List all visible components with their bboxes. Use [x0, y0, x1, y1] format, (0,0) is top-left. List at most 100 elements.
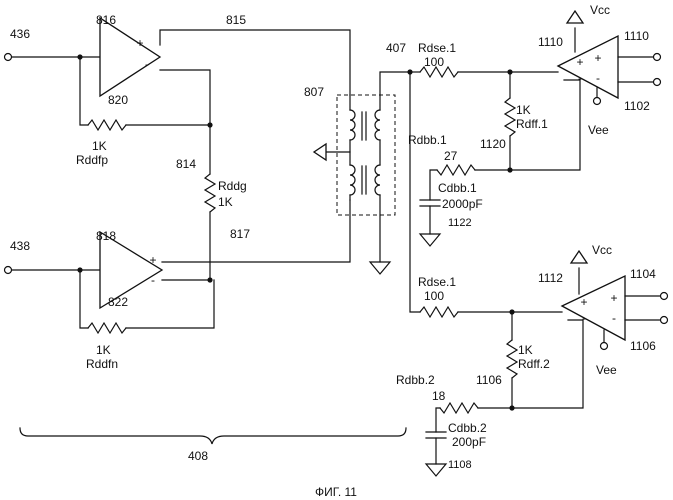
node-407-group — [380, 69, 420, 312]
name-cdbb2: Cdbb.2 — [448, 421, 487, 435]
primary-coil-upper — [350, 110, 355, 140]
op-amp-816 — [100, 18, 160, 96]
resistor-rddfn — [88, 323, 126, 333]
ref-818: 818 — [96, 229, 116, 243]
value-rdbb1: 27 — [444, 149, 458, 163]
ref-407: 407 — [386, 41, 406, 55]
centertap-ground-symbol — [314, 144, 326, 160]
vee-terminal-1110 — [594, 98, 601, 105]
ground-symbol-main — [370, 262, 390, 274]
ref-815: 815 — [226, 13, 246, 27]
output-terminal-1102 — [654, 79, 661, 86]
value-rddg: 1K — [218, 195, 233, 209]
name-rdbb2: Rdbb.2 — [396, 373, 435, 387]
value-rdbb2: 18 — [432, 389, 446, 403]
sign-1112-out-minus: - — [612, 311, 616, 325]
sign-816-plus: + — [136, 36, 143, 50]
wire-816-feedback-left — [80, 57, 88, 125]
name-rdse1-lower: Rdse.1 — [418, 275, 456, 289]
ref-1112: 1112 — [538, 271, 563, 285]
ref-1108: 1108 — [448, 459, 472, 471]
resistor-rdse1-lower — [420, 307, 458, 317]
rail-vee-upper: Vee — [588, 123, 609, 137]
vcc-symbol-1112 — [571, 251, 587, 263]
sign-816-minus: - — [145, 57, 149, 71]
secondary-coil-lower — [375, 165, 380, 195]
resistor-rddg — [205, 174, 215, 212]
ref-1122: 1122 — [448, 217, 472, 229]
resistor-rdbb1 — [437, 165, 475, 175]
ref-438: 438 — [10, 239, 30, 253]
ref-820: 820 — [108, 93, 128, 107]
value-rdff1: 1K — [516, 103, 531, 117]
name-rddfp: Rddfp — [76, 153, 108, 167]
sign-1112-out-plus: + — [610, 291, 617, 305]
input-amplifier-818-group: + - — [5, 200, 351, 333]
capacitor-cdbb1 — [420, 200, 440, 206]
rail-vcc-lower: Vcc — [592, 243, 612, 257]
bracket-408 — [20, 428, 406, 444]
sign-1110-out-plus: + — [594, 51, 601, 65]
ref-807: 807 — [304, 85, 324, 99]
figure-caption: ФИГ. 11 — [315, 485, 357, 499]
ref-out-1110: 1110 — [624, 29, 649, 43]
resistor-rdff1 — [505, 98, 515, 136]
op-amp-1110 — [558, 36, 618, 98]
ref-822: 822 — [108, 295, 128, 309]
transformer-core — [362, 112, 366, 194]
wire-rdbb2-to-cap — [436, 408, 440, 432]
sign-1112-in-plus: + — [580, 295, 587, 309]
value-cdbb2: 200pF — [452, 435, 486, 449]
wire-818-feedback-right — [126, 280, 214, 328]
vcc-symbol-1110 — [567, 11, 583, 23]
rail-vee-lower: Vee — [596, 363, 617, 377]
sign-818-minus: - — [151, 273, 155, 287]
output-terminal-1106 — [661, 317, 668, 324]
wire-secondary-to-407 — [380, 72, 410, 110]
value-rdse1-lower: 100 — [424, 289, 444, 303]
name-cdbb1: Cdbb.1 — [438, 181, 477, 195]
ground-symbol-1122 — [420, 234, 440, 246]
wire-818-feedback-left — [80, 270, 88, 328]
wire-rdbb1-to-cap — [430, 170, 437, 200]
value-cdbb1: 2000pF — [442, 197, 483, 211]
capacitor-cdbb2 — [426, 432, 446, 438]
input-terminal-436 — [5, 54, 12, 61]
resistor-rdff2 — [507, 340, 517, 378]
transformer-807-group — [314, 95, 395, 274]
ref-out-1102: 1102 — [624, 99, 650, 113]
op-amp-1112 — [562, 276, 625, 340]
resistor-rdbb2 — [440, 403, 478, 413]
sign-1110-in-plus: + — [576, 55, 583, 69]
ref-817: 817 — [230, 227, 250, 241]
sign-1110-out-minus: - — [596, 71, 600, 85]
input-terminal-438 — [5, 267, 12, 274]
ref-408: 408 — [188, 449, 208, 463]
primary-coil-lower — [350, 165, 355, 195]
ref-1110: 1110 — [538, 35, 563, 49]
rddg-group — [205, 125, 215, 283]
name-rdse1-upper: Rdse.1 — [418, 41, 456, 55]
resistor-rddfp — [88, 120, 126, 130]
value-rdff2: 1K — [518, 343, 533, 357]
value-rddfp: 1K — [92, 139, 107, 153]
name-rdbb1: Rdbb.1 — [408, 133, 447, 147]
output-terminal-1104 — [661, 293, 668, 300]
ref-436: 436 — [10, 27, 30, 41]
vee-terminal-1112 — [601, 343, 608, 350]
name-rddfn: Rddfn — [86, 357, 118, 371]
ref-out-1104: 1104 — [630, 267, 656, 281]
ref-1120: 1120 — [480, 137, 506, 151]
value-rdse1-upper: 100 — [424, 55, 444, 69]
name-rdff1: Rdff.1 — [516, 117, 548, 131]
ground-symbol-1108 — [426, 464, 446, 476]
ref-out-1106: 1106 — [630, 339, 656, 353]
value-rddfn: 1K — [96, 343, 111, 357]
name-rddg: Rddg — [218, 179, 247, 193]
sign-818-plus: + — [149, 253, 156, 267]
wire-816-minus-to-feedback-node — [160, 70, 210, 125]
output-terminal-1110 — [654, 54, 661, 61]
rail-vcc-upper: Vcc — [590, 3, 610, 17]
input-amplifier-816-group: + - — [5, 18, 351, 130]
